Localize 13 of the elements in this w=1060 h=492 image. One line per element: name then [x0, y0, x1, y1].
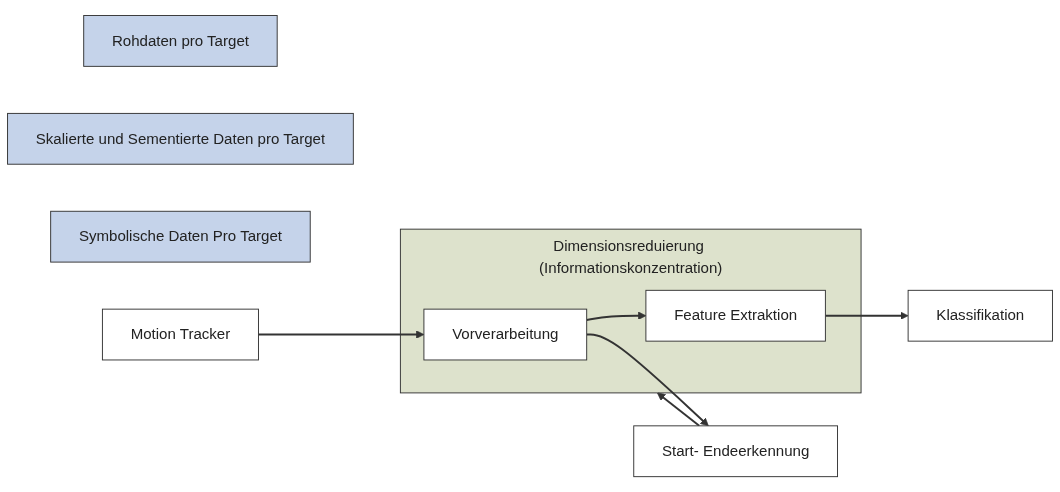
node-box: Vorverarbeitung [423, 308, 588, 361]
node-box: Rohdaten pro Target [83, 14, 278, 67]
node-box: Klassifikation [907, 289, 1053, 342]
arrow [824, 311, 909, 320]
arrow [585, 311, 647, 321]
node-box: Feature Extraktion [645, 289, 826, 342]
node-box: Motion Tracker [101, 308, 259, 361]
node-box: Start- Endeerkennung [633, 425, 838, 478]
arrow [585, 333, 709, 427]
node-box: Skalierte und Sementierte Daten pro Target [7, 112, 354, 165]
node-box: Symbolische Daten Pro Target [50, 210, 311, 263]
arrow [257, 330, 425, 339]
arrow [657, 392, 701, 427]
